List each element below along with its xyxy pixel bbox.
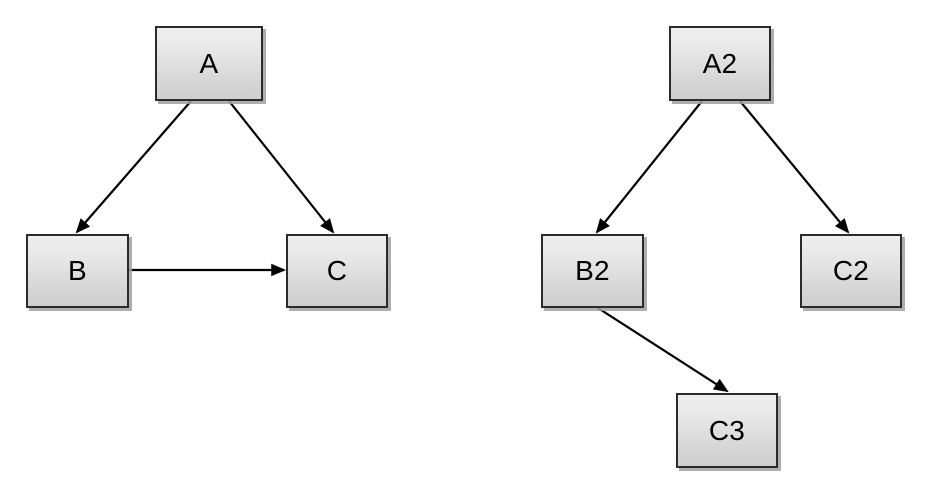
node-b[interactable]: B <box>26 234 129 308</box>
node-label: C3 <box>708 414 746 446</box>
node-label: C <box>326 255 348 286</box>
node-a[interactable]: A <box>155 26 263 101</box>
node-a2[interactable]: A2 <box>669 26 771 101</box>
node-c2[interactable]: C2 <box>800 234 902 308</box>
node-label: B <box>68 255 87 286</box>
node-c[interactable]: C <box>286 234 388 308</box>
node-label: A <box>199 47 219 79</box>
node-b2[interactable]: B2 <box>541 234 644 308</box>
node-label: B2 <box>575 255 610 286</box>
node-label: A2 <box>702 47 738 79</box>
node-c3[interactable]: C3 <box>676 393 778 468</box>
node-label: C2 <box>832 255 870 286</box>
